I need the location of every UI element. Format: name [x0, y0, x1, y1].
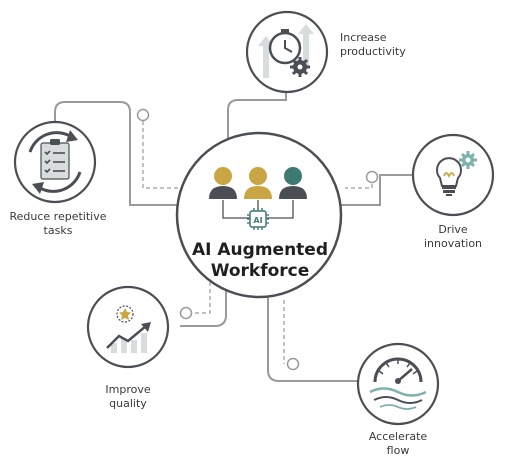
dot-repetitive	[136, 108, 150, 122]
connector-repetitive	[54, 101, 180, 206]
gauge-wave-icon	[369, 357, 427, 410]
label-flow-line2: flow	[386, 444, 410, 457]
label-repetitive: Reduce repetitive tasks	[0, 210, 116, 238]
label-quality-line2: quality	[109, 397, 147, 410]
connector-quality	[180, 282, 227, 327]
label-quality: Improve quality	[88, 383, 168, 411]
connector-innovation	[338, 174, 413, 206]
node-circle-quality	[86, 285, 170, 369]
lightbulb-gear-icon	[436, 151, 477, 196]
label-innovation-line1: Drive	[438, 223, 468, 236]
connector-productivity	[227, 92, 287, 138]
ai-chip-icon: AI	[247, 208, 269, 230]
label-repetitive-line1: Reduce repetitive	[9, 210, 107, 223]
label-productivity-line2: productivity	[340, 45, 406, 58]
label-productivity-line1: Increase	[340, 31, 387, 44]
center-title-line1: AI Augmented	[192, 240, 328, 260]
center-title: AI Augmented Workforce	[175, 240, 345, 282]
star-trend-icon	[106, 305, 151, 353]
ai-chip-label: AI	[253, 216, 262, 225]
clock-growth-gear-icon	[258, 24, 314, 78]
label-quality-line1: Improve	[105, 383, 151, 396]
dashed-repetitive	[142, 121, 183, 189]
label-productivity: Increase productivity	[340, 31, 406, 59]
clipboard-cycle-icon	[28, 130, 82, 194]
dot-quality	[179, 306, 193, 320]
dot-innovation	[365, 170, 379, 184]
label-innovation: Drive innovation	[408, 223, 498, 251]
label-flow-line1: Accelerate	[368, 430, 428, 443]
connector-flow	[267, 296, 358, 382]
dashed-quality	[190, 282, 211, 314]
people-icon	[209, 167, 307, 199]
label-innovation-line2: innovation	[423, 237, 483, 250]
connector-lines	[54, 92, 413, 382]
connector-dots	[136, 108, 379, 371]
label-repetitive-line2: tasks	[43, 224, 73, 237]
label-flow: Accelerate flow	[356, 430, 440, 458]
center-title-line2: Workforce	[210, 261, 310, 281]
dot-flow	[286, 357, 300, 371]
